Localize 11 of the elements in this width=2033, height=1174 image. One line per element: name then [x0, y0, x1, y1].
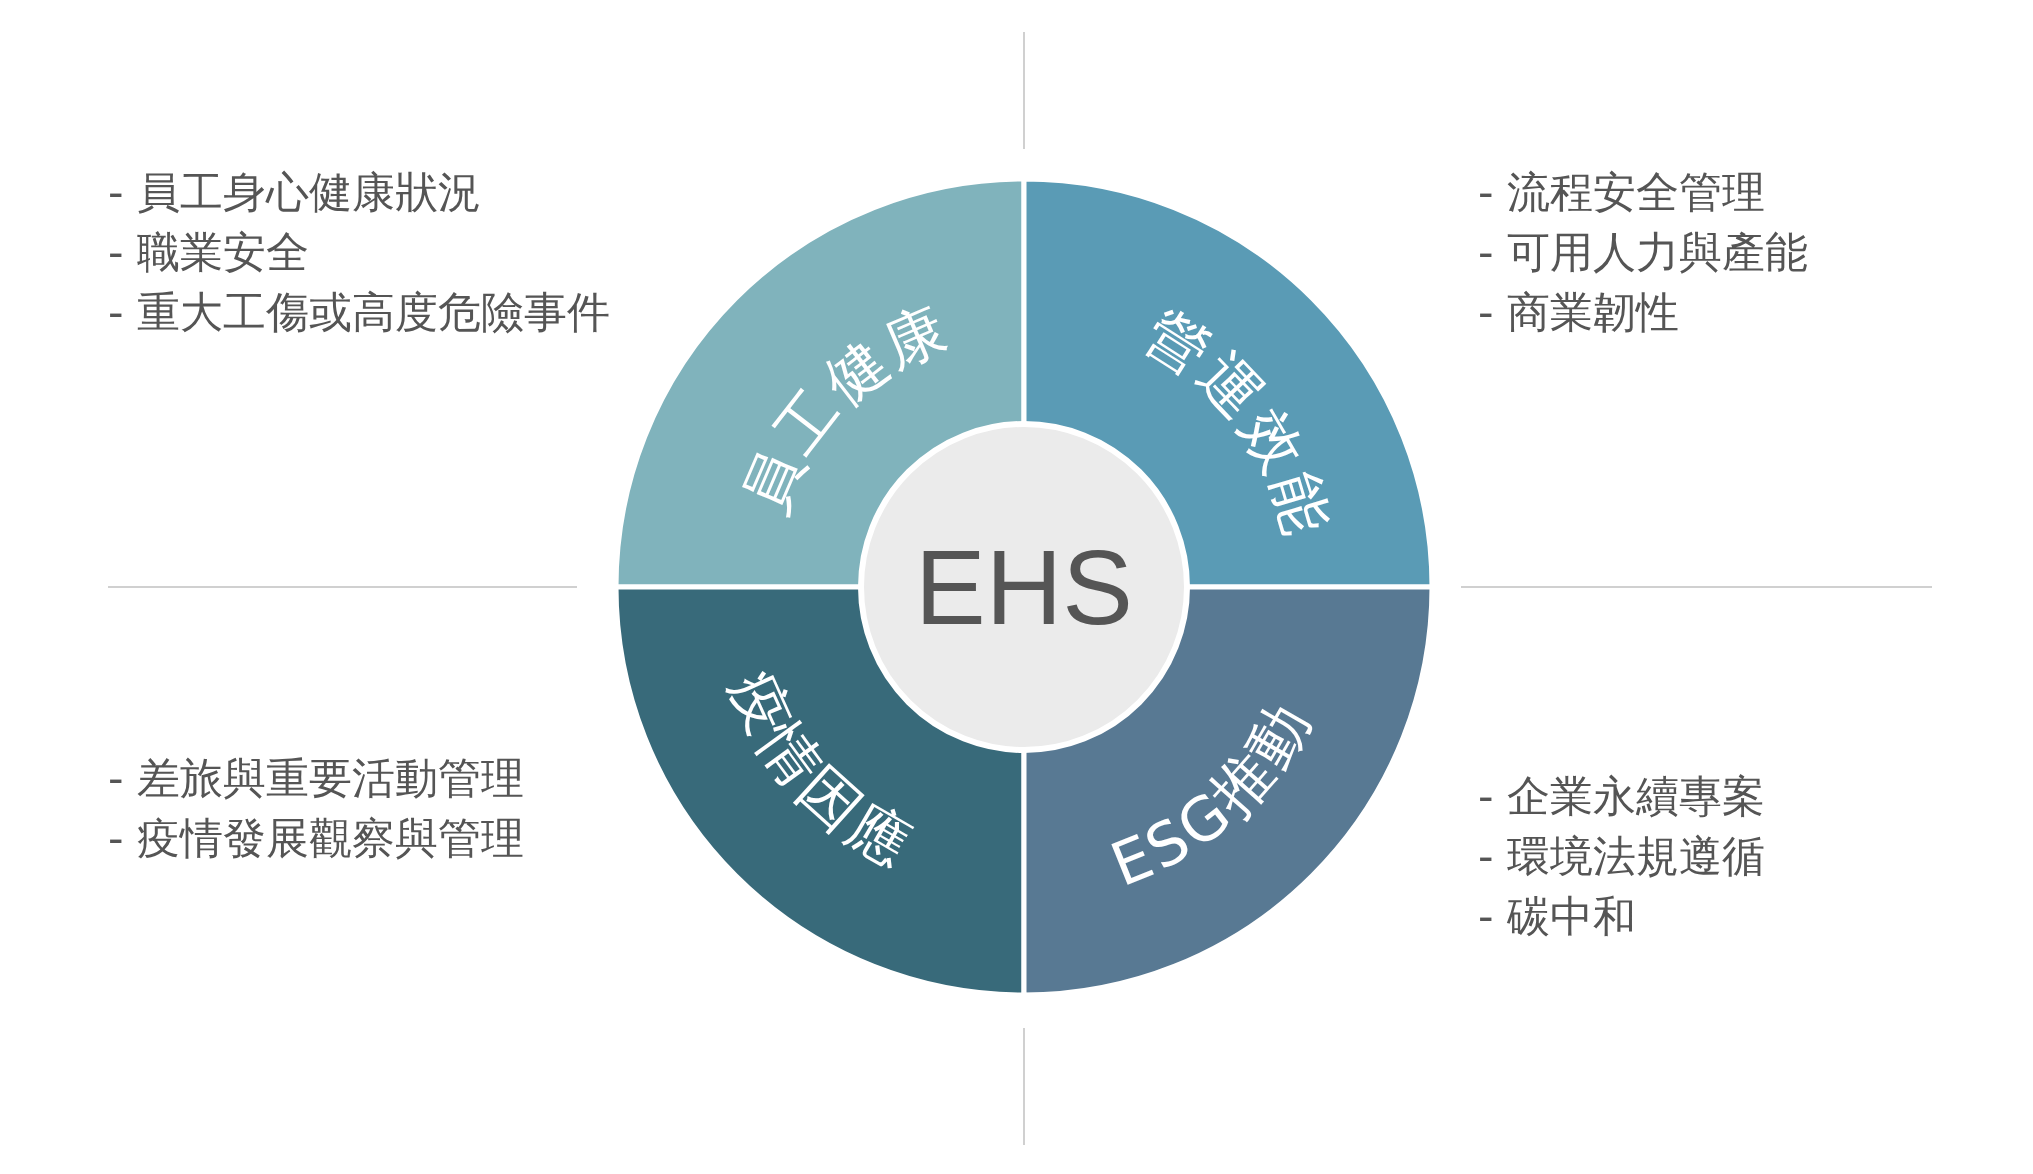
bullet-text: - 環境法規遵循 — [1478, 830, 1766, 883]
bullet-text: - 疫情發展觀察與管理 — [108, 812, 525, 865]
bullet-text: - 可用人力與產能 — [1478, 226, 1809, 279]
bullet-text: - 重大工傷或高度危險事件 — [108, 286, 611, 339]
bullet-text: - 差旅與重要活動管理 — [108, 752, 525, 805]
bullet-text: - 商業韌性 — [1478, 286, 1680, 339]
bullet-text: - 企業永續專案 — [1478, 770, 1766, 823]
bullet-text: - 員工身心健康狀況 — [108, 166, 482, 219]
bullet-text: - 碳中和 — [1478, 890, 1637, 943]
bullet-text: - 流程安全管理 — [1478, 166, 1766, 219]
bullet-text: - 職業安全 — [108, 226, 310, 279]
